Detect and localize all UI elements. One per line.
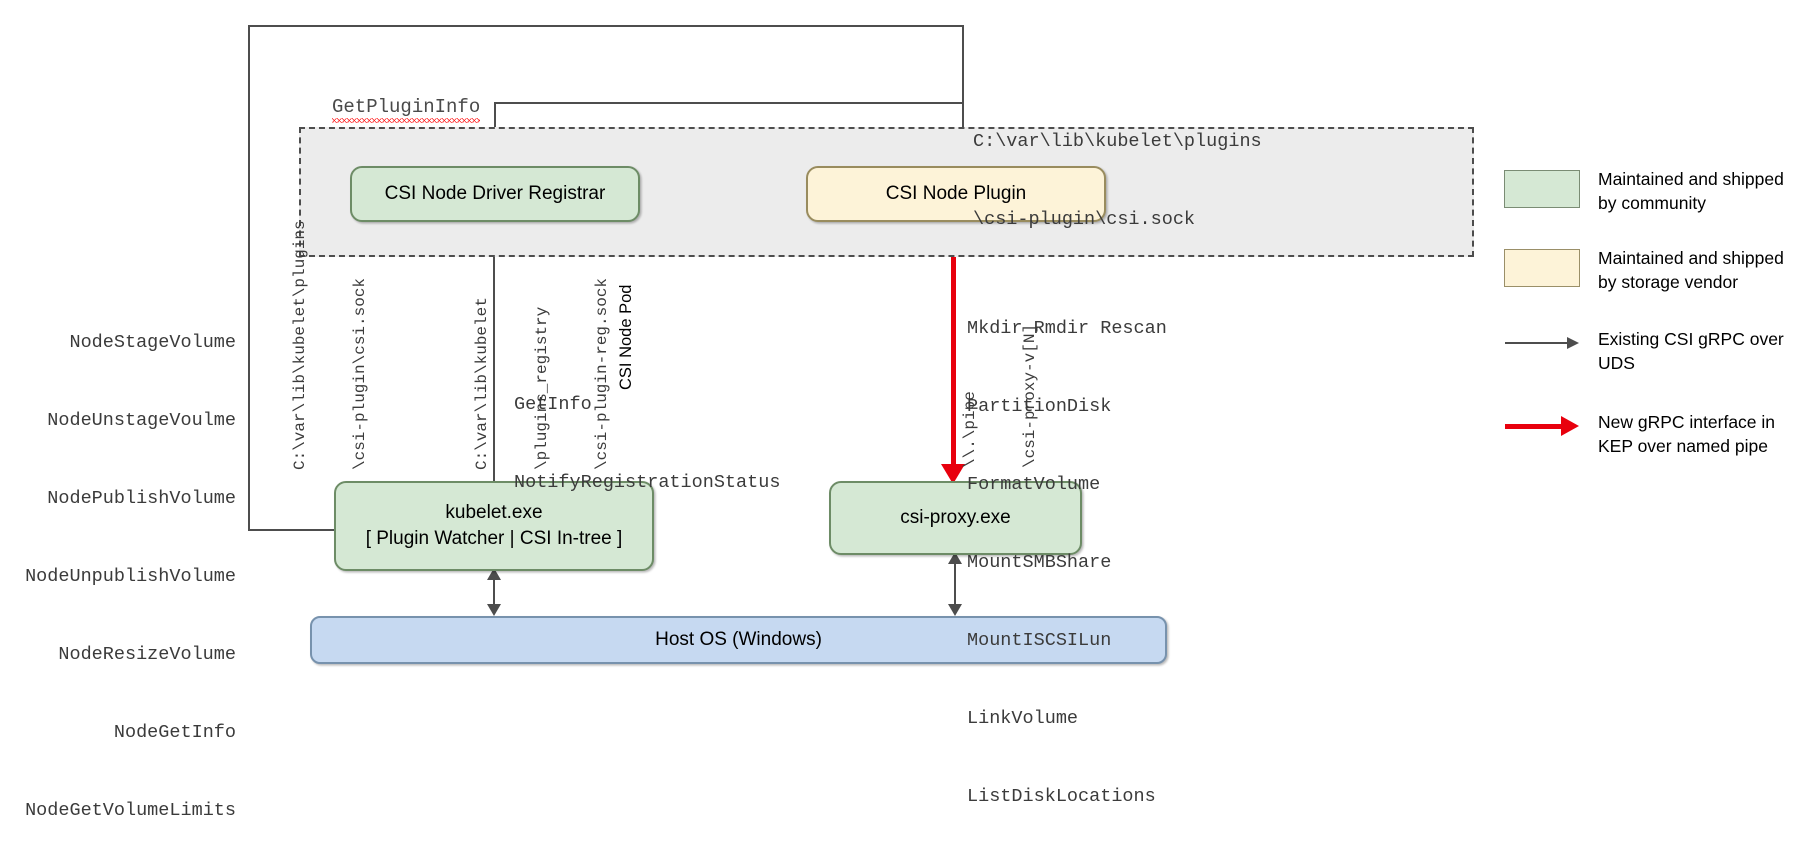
legend-key-new	[1494, 411, 1590, 439]
box-kubelet-exe[interactable]: kubelet.exe [ Plugin Watcher | CSI In-tr…	[334, 481, 654, 571]
label-registry-path-line3: \csi-plugin-reg.sock	[593, 277, 611, 470]
legend-swatch-green	[1504, 170, 1580, 208]
connector-kubelet-to-nodeplugin-bottom	[248, 529, 336, 531]
legend-arrow-red-icon	[1505, 413, 1579, 439]
list-item: NodeGetVolumeLimits	[25, 800, 236, 821]
list-registrar-calls: GetInfo NotifyRegistrationStatus	[514, 340, 780, 548]
box-host-os-label: Host OS (Windows)	[655, 629, 822, 650]
connector-registrar-getplugininfo-top	[494, 102, 964, 104]
box-csi-proxy-exe-label: csi-proxy.exe	[900, 507, 1011, 528]
list-item: Mkdir Rmdir Rescan	[967, 318, 1167, 339]
legend-arrow-grey-head	[1567, 337, 1579, 349]
label-csi-sock-path-line2: \csi-plugin\csi.sock	[973, 209, 1196, 230]
box-csi-node-plugin[interactable]: CSI Node Plugin	[806, 166, 1106, 222]
legend-arrow-grey-icon	[1505, 330, 1579, 356]
list-item: NodeUnpublishVolume	[25, 566, 236, 587]
label-registry-path-line2: \plugins_registry	[533, 306, 551, 470]
list-item: NotifyRegistrationStatus	[514, 472, 781, 493]
list-node-service-apis: NodeStageVolume NodeUnstageVoulme NodePu…	[18, 278, 236, 842]
box-csi-node-plugin-label: CSI Node Plugin	[885, 183, 1027, 204]
list-item: NodeUnstageVoulme	[47, 410, 236, 431]
list-item: NodeStageVolume	[69, 332, 236, 353]
label-kubelet-uds-path: C:\var\lib\kubelet\plugins \csi-plugin\c…	[250, 220, 410, 470]
label-csi-sock-path-line1: C:\var\lib\kubelet\plugins	[973, 131, 1262, 152]
legend-item-existing-grpc: Existing CSI gRPC over UDS	[1494, 328, 1804, 375]
list-item: MountISCSILun	[967, 630, 1112, 651]
label-csi-sock-path: C:\var\lib\kubelet\plugins \csi-plugin\c…	[973, 77, 1262, 285]
legend-arrow-red-head	[1561, 416, 1579, 436]
list-item: NodeResizeVolume	[58, 644, 236, 665]
box-csi-node-driver-registrar-label: CSI Node Driver Registrar	[384, 183, 606, 204]
arrowhead-csiproxy-down	[948, 604, 962, 616]
connector-csiproxy-hostos	[954, 562, 956, 610]
box-host-os[interactable]: Host OS (Windows)	[310, 616, 1167, 664]
label-named-pipe: \\.\pipe \csi-proxy-v[N]	[920, 324, 1080, 468]
label-kubelet-uds-path-line2: \csi-plugin\csi.sock	[351, 277, 369, 470]
legend-key-existing	[1494, 328, 1590, 356]
list-csi-proxy-apis: Mkdir Rmdir Rescan PartitionDisk FormatV…	[967, 264, 1167, 842]
list-item: PartitionDisk	[967, 396, 1112, 417]
box-kubelet-exe-sublabel: [ Plugin Watcher | CSI In-tree ]	[365, 528, 623, 549]
arrowhead-kubelet-up	[487, 568, 501, 580]
legend-item-new-grpc: New gRPC interface in KEP over named pip…	[1494, 411, 1804, 458]
label-named-pipe-line2: \csi-proxy-v[N]	[1021, 323, 1039, 468]
legend-label-existing-grpc: Existing CSI gRPC over UDS	[1598, 329, 1784, 373]
label-kubelet-uds-path-line1: C:\var\lib\kubelet\plugins	[291, 220, 309, 470]
box-kubelet-exe-label: kubelet.exe	[445, 502, 543, 523]
legend-arrow-grey-line	[1505, 342, 1567, 344]
legend-key-vendor	[1494, 247, 1590, 287]
arrowhead-kubelet-down	[487, 604, 501, 616]
connector-registrar-getplugininfo-right	[962, 102, 964, 126]
arrowhead-csiproxy-up	[948, 552, 962, 564]
legend-label-vendor: Maintained and shipped by storage vendor	[1598, 248, 1784, 292]
legend-arrow-red-line	[1505, 423, 1561, 429]
list-item: ListDiskLocations	[967, 786, 1156, 807]
connector-nodeplugin-to-csiproxy-red	[951, 224, 956, 472]
box-csi-proxy-exe[interactable]: csi-proxy.exe	[829, 481, 1082, 555]
label-get-plugin-info: GetPluginInfo	[332, 96, 481, 123]
legend: Maintained and shipped by community Main…	[1494, 168, 1804, 490]
legend-swatch-yellow	[1504, 249, 1580, 287]
connector-kubelet-to-nodeplugin-right	[962, 25, 964, 157]
label-named-pipe-line1: \\.\pipe	[961, 391, 979, 468]
connector-kubelet-to-nodeplugin-top	[248, 25, 964, 27]
legend-item-community: Maintained and shipped by community	[1494, 168, 1804, 215]
list-item: MountSMBShare	[967, 552, 1112, 573]
list-item: LinkVolume	[967, 708, 1079, 729]
connector-kubelet-to-registrar	[493, 236, 495, 483]
connector-kubelet-to-nodeplugin-left	[248, 25, 250, 531]
label-registry-path-line1: C:\var\lib\kubelet	[473, 297, 491, 470]
box-csi-node-driver-registrar[interactable]: CSI Node Driver Registrar	[350, 166, 640, 222]
legend-label-community: Maintained and shipped by community	[1598, 169, 1784, 213]
legend-item-vendor: Maintained and shipped by storage vendor	[1494, 247, 1804, 294]
legend-key-community	[1494, 168, 1590, 208]
arrowhead-into-csiproxy-red	[941, 464, 965, 484]
list-item: GetInfo	[514, 394, 592, 415]
connector-kubelet-hostos	[493, 578, 495, 610]
list-item: NodeGetInfo	[113, 722, 236, 743]
list-item: NodePublishVolume	[47, 488, 236, 509]
legend-label-new-grpc: New gRPC interface in KEP over named pip…	[1598, 412, 1776, 456]
label-registry-path: C:\var\lib\kubelet \plugins_registry \cs…	[432, 278, 652, 470]
list-item: FormatVolume	[967, 474, 1101, 495]
label-get-plugin-info-text: GetPluginInfo	[332, 96, 481, 123]
